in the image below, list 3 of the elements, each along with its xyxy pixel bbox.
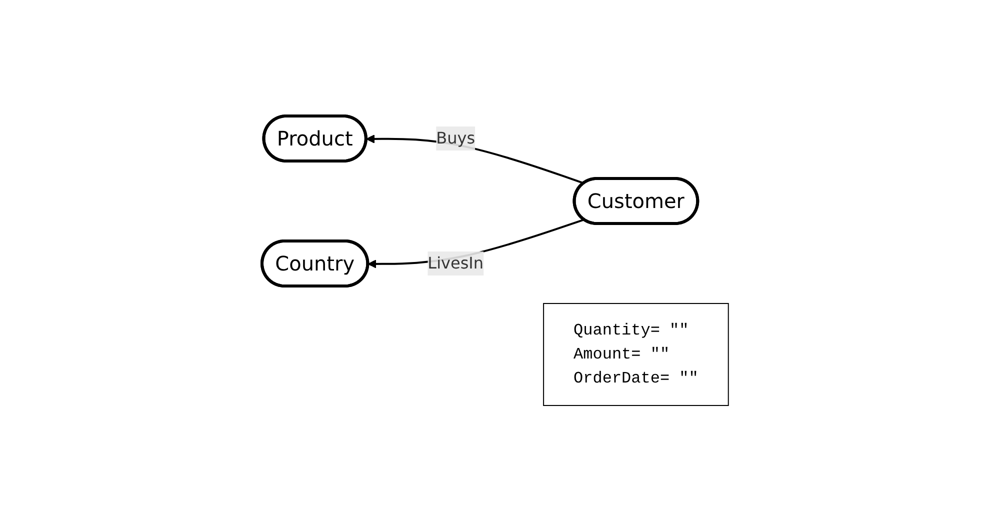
node-box: Quantity= "" Amount= "" OrderDate= "": [543, 303, 730, 406]
edge-label: Buys: [436, 128, 476, 148]
edge-label: LivesIn: [428, 254, 484, 273]
